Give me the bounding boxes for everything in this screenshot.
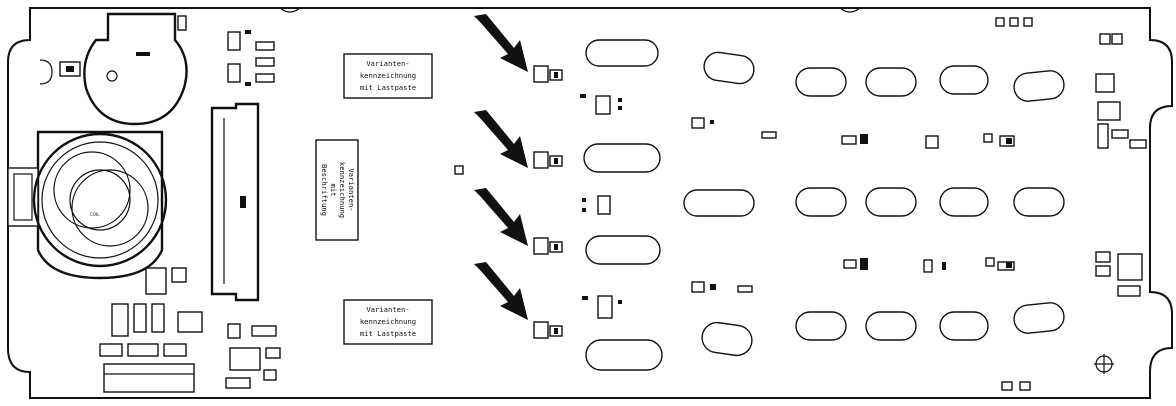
pad-column-1 [583, 39, 663, 371]
arrow-3 [474, 188, 528, 246]
note-top-line-2: kennzeichnung [360, 71, 416, 80]
note-center-line-2: kennzeichnung [338, 162, 347, 218]
smd-column-center [580, 94, 622, 319]
note-center-line-1: Varianten- [347, 168, 356, 211]
led-footprint-1 [533, 65, 563, 83]
left-notch [39, 59, 53, 85]
battery-holder [83, 12, 188, 126]
pad-grid [795, 65, 1065, 341]
note-top-line-3: mit Lastpaste [360, 83, 416, 92]
left-connector [59, 61, 81, 77]
smd-cluster-bottom-left [99, 267, 281, 393]
pad-column-2 [683, 51, 777, 357]
note-box-center: Varianten- kennzeichnung mit Beschriftun… [315, 139, 359, 241]
note-bottom-line-1: Varianten- [366, 305, 409, 314]
smd-row-parts [841, 133, 1015, 273]
smd-cluster-right [995, 17, 1147, 391]
led-footprint-4 [533, 321, 563, 339]
arrow-1 [474, 14, 528, 72]
note-center-line-3: mit [329, 184, 338, 197]
arrow-4 [474, 262, 528, 320]
fiducial-mark [454, 165, 464, 175]
arrow-2 [474, 110, 528, 168]
note-box-top: Varianten- kennzeichnung mit Lastpaste [343, 53, 433, 99]
note-top-line-1: Varianten- [366, 59, 409, 68]
note-bottom-line-2: kennzeichnung [360, 317, 416, 326]
top-notch [279, 7, 301, 13]
buzzer-coil: COIL [7, 130, 168, 280]
note-bottom-line-3: mit Lastpaste [360, 329, 416, 338]
led-footprint-2 [533, 151, 563, 169]
smd-cluster-top-left [227, 30, 275, 86]
svg-text:COIL: COIL [90, 212, 100, 217]
vertical-header [210, 102, 260, 302]
top-notch-right [839, 7, 861, 13]
led-footprint-3 [533, 237, 563, 255]
note-box-bottom: Varianten- kennzeichnung mit Lastpaste [343, 299, 433, 345]
mounting-hole [1094, 354, 1114, 374]
board-outline [7, 7, 1173, 399]
note-center-line-4: Beschriftung [320, 164, 329, 216]
